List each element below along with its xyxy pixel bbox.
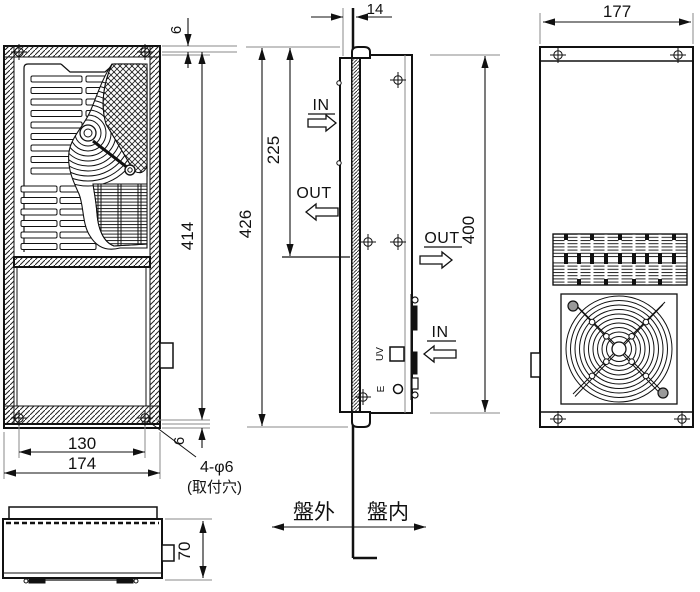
fan-guard-screw-bottomright xyxy=(657,387,669,399)
back-view xyxy=(530,46,694,428)
bottom-body xyxy=(2,518,163,579)
dim-bottom-gap: 6 xyxy=(171,437,188,445)
dim-cutout-height: 414 xyxy=(178,222,197,250)
dim-top-gap: 6 xyxy=(168,26,185,34)
out-left-arrow xyxy=(304,202,339,222)
mounting-holes-note: (取付穴) xyxy=(187,479,242,496)
front-flange-left xyxy=(3,45,15,425)
dim-overall-height: 426 xyxy=(236,210,255,238)
in-top-arrow xyxy=(307,113,338,133)
panel-outside-label: 盤外 xyxy=(293,501,335,524)
out-right-arrow xyxy=(419,250,454,270)
back-connector-protrusion xyxy=(530,352,541,378)
back-dimensions: 177 400 xyxy=(430,2,694,414)
bottom-foot-right xyxy=(116,577,134,584)
bottom-foot-left xyxy=(28,577,46,584)
dim-hole-pitch: 130 xyxy=(68,434,96,453)
side-top-lip xyxy=(351,46,371,59)
side-bottom-lip xyxy=(351,411,371,428)
back-fan-guard xyxy=(560,293,678,405)
front-dimensions: 6 414 6 130 174 4-φ6 (取付穴) xyxy=(3,18,242,496)
out-right-label: OUT xyxy=(424,230,459,247)
front-divider-band xyxy=(13,256,151,268)
side-dimensions: 426 225 14 IN OUT OUT IN 盤外 盤内 xyxy=(236,1,462,531)
in-top-label: IN xyxy=(313,97,330,114)
mounting-holes-label: 4-φ6 xyxy=(200,459,234,476)
front-fan-hub xyxy=(79,124,97,142)
front-connector-protrusion xyxy=(159,342,174,369)
dim-body-height: 400 xyxy=(459,216,478,244)
front-flange-top xyxy=(3,45,161,58)
earth-label: E xyxy=(376,385,387,392)
dim-duct-height: 225 xyxy=(264,136,283,164)
bottom-front-plate xyxy=(8,506,158,520)
front-rod-bolt xyxy=(124,164,136,176)
bottom-view xyxy=(2,506,175,584)
out-left-label: OUT xyxy=(296,185,331,202)
dim-depth: 70 xyxy=(175,542,194,561)
uv-terminal xyxy=(389,346,405,362)
earth-terminal xyxy=(392,383,404,395)
front-view xyxy=(3,43,174,429)
side-terminal-details xyxy=(410,294,419,400)
front-flange-right xyxy=(149,45,161,425)
dim-back-width: 177 xyxy=(603,2,631,21)
bottom-dimensions: 70 xyxy=(165,518,212,581)
side-view: UV E xyxy=(336,8,419,560)
side-main-body xyxy=(359,54,413,414)
dim-width: 174 xyxy=(68,454,96,473)
uv-label: UV xyxy=(375,347,386,361)
bottom-connector-protrusion xyxy=(161,544,175,562)
in-bottom-arrow xyxy=(422,344,457,364)
side-front-duct xyxy=(339,57,353,413)
dim-protrusion: 14 xyxy=(367,1,384,18)
in-bottom-label: IN xyxy=(432,324,449,341)
front-fan-rod xyxy=(92,139,129,170)
panel-inside-label: 盤内 xyxy=(367,501,409,524)
back-louver-grille xyxy=(552,233,688,286)
front-flange-bottom xyxy=(3,405,161,425)
fan-guard-screw-topleft xyxy=(567,300,579,312)
